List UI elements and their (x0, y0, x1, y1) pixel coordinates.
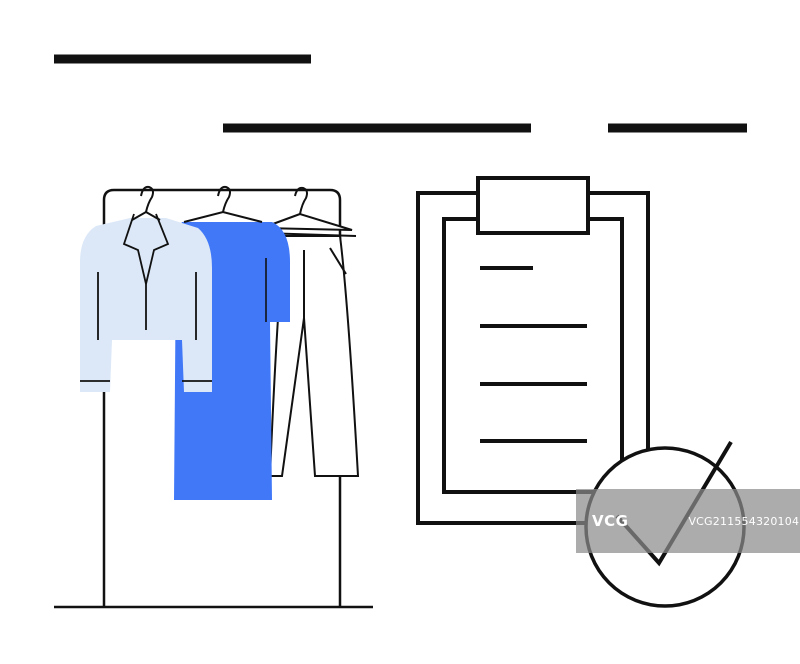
hanger-icon (131, 185, 161, 221)
watermark: VCG VCG211554320104 (576, 489, 800, 553)
clothes-rack-icon (54, 188, 373, 609)
clipboard-icon (416, 176, 650, 525)
hanger-icon (183, 185, 263, 223)
watermark-id: VCG211554320104 (688, 514, 800, 528)
jacket-icon (80, 213, 212, 392)
watermark-logo: VCG (592, 512, 629, 530)
